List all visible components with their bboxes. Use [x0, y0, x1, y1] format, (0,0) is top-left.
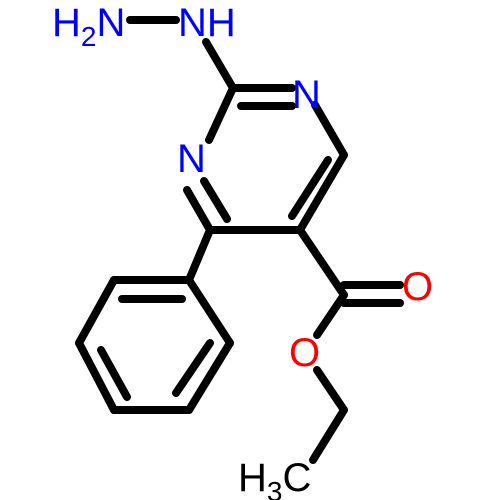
bond-c-o-single — [313, 291, 348, 339]
bond-ph-2 — [75, 276, 118, 347]
atom-label-ring-n-left: N — [177, 137, 206, 181]
methyl-h: H — [238, 456, 267, 500]
atom-label-methyl: H3C — [238, 456, 311, 500]
bond-ph-6 — [185, 276, 234, 347]
bond-c6-phenyl — [185, 226, 214, 284]
nh2-subscript: 2 — [81, 21, 97, 52]
atom-label-ester-o: O — [289, 331, 320, 375]
bond-c4-c5-inner — [288, 156, 332, 220]
bond-c6-n1-inner — [200, 177, 231, 223]
nh2-h: H — [52, 1, 81, 45]
atom-label-nh2: H2N — [52, 1, 125, 52]
bond-n1-c2 — [205, 84, 237, 144]
atom-label-nh: NH — [178, 1, 236, 45]
bond-c5-ester-c — [296, 226, 348, 299]
bond-ph-3-inner — [97, 346, 131, 401]
nh2-n: N — [96, 1, 125, 45]
bond-c4-c5-double — [296, 151, 348, 234]
methyl-c: C — [282, 456, 311, 500]
methyl-subscript: 3 — [267, 476, 283, 500]
bond-ch2-ch3 — [309, 406, 348, 464]
atom-label-carbonyl-o: O — [402, 265, 433, 309]
bond-o-ch2 — [313, 366, 348, 414]
bond-nh-c2 — [202, 38, 237, 92]
atom-label-ring-n-top: N — [292, 73, 321, 117]
bond-ph-3 — [75, 339, 118, 414]
bond-ph-5 — [185, 339, 234, 414]
bond-ph-5-inner — [172, 339, 214, 397]
bonds — [75, 16, 404, 464]
atom-labels: H2N NH N N O O H3C — [52, 1, 433, 500]
bond-c6-n1-double — [183, 186, 214, 234]
bond-n3-c4 — [311, 101, 348, 159]
